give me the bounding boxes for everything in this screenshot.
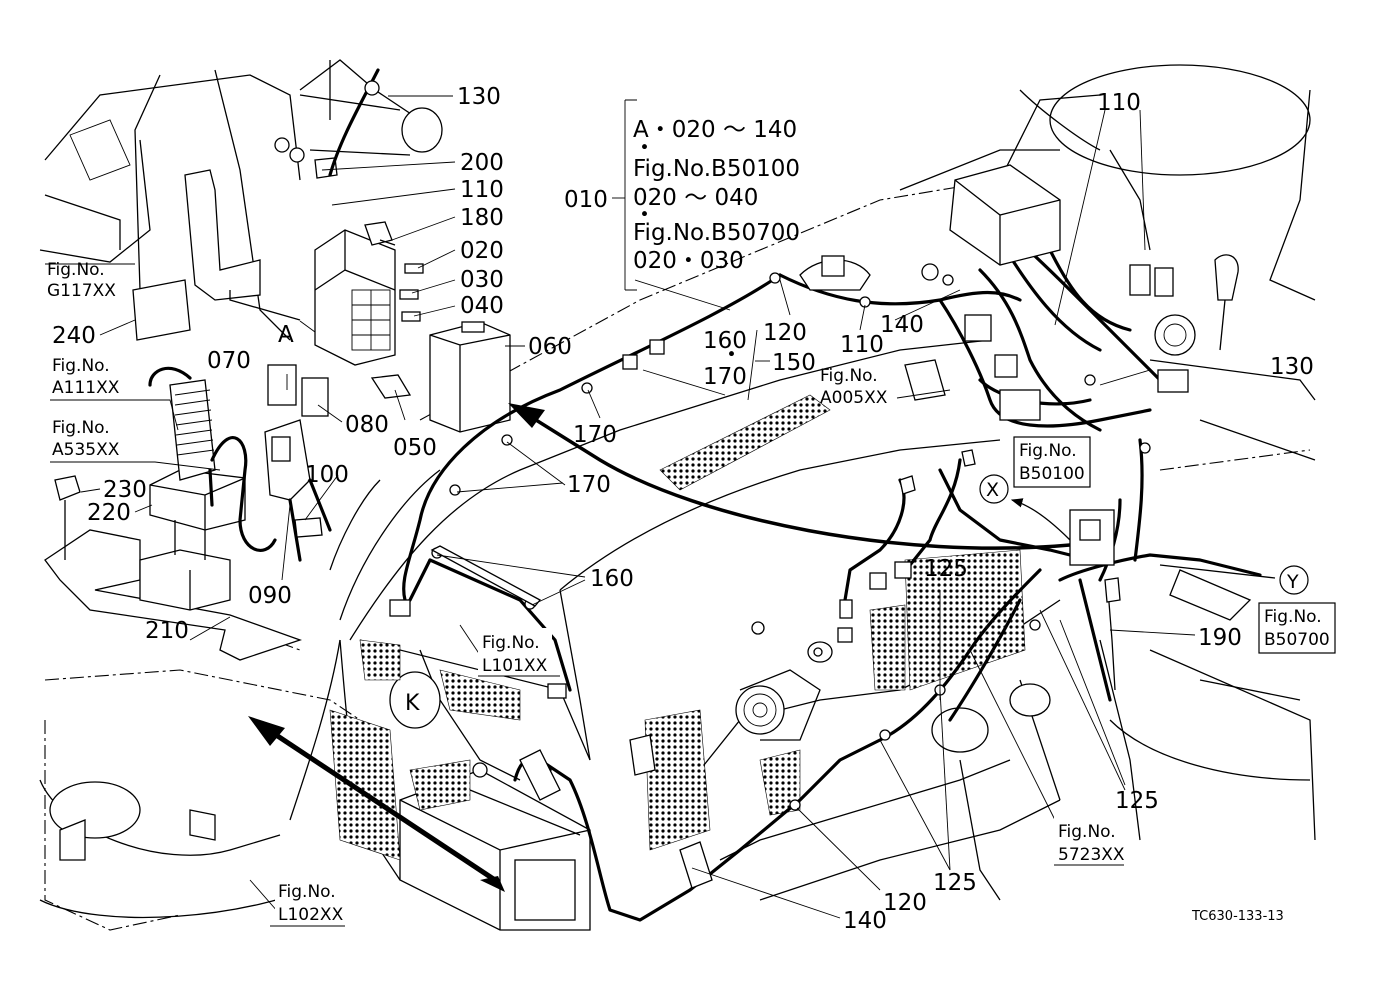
callout-180: 180 bbox=[460, 205, 504, 231]
group-010-line3: 020 ～ 040 bbox=[633, 185, 758, 211]
grille-mesh-areas bbox=[329, 394, 1026, 861]
figref-b50700-code: B50700 bbox=[1264, 630, 1330, 650]
figref-l102-label: Fig.No. bbox=[278, 882, 336, 902]
callout-060: 060 bbox=[528, 334, 572, 360]
figref-5723-code: 5723XX bbox=[1058, 845, 1125, 865]
callout-130-top: 130 bbox=[457, 84, 501, 110]
callout-230: 230 bbox=[103, 477, 147, 503]
group-010-line2: Fig.No.B50100 bbox=[633, 156, 800, 182]
callout-210: 210 bbox=[145, 618, 189, 644]
callout-120-low: 120 bbox=[883, 890, 927, 916]
group-010-line4: Fig.No.B50700 bbox=[633, 220, 800, 246]
figref-b50700-box bbox=[1258, 602, 1336, 654]
drawing-code: TC630-133-13 bbox=[1191, 909, 1284, 924]
figref-l102-code: L102XX bbox=[278, 905, 344, 925]
callout-160-dot: ・ bbox=[720, 342, 743, 368]
figref-a111-code: A111XX bbox=[52, 378, 120, 398]
figref-a005-label: Fig.No. bbox=[820, 366, 878, 386]
callout-numbers: 130 200 110 180 020 030 040 060 A 070 08… bbox=[52, 84, 1314, 934]
callout-125-right: 125 bbox=[1115, 788, 1159, 814]
figref-a111-label: Fig.No. bbox=[52, 356, 110, 376]
figref-l101-box bbox=[478, 628, 552, 676]
callout-125-low: 125 bbox=[933, 870, 977, 896]
figref-g117-code: G117XX bbox=[47, 281, 116, 301]
callout-160-low: 160 bbox=[590, 566, 634, 592]
callout-170-top: 170 bbox=[703, 364, 747, 390]
figure-references: Fig.No. G117XX Fig.No. A111XX Fig.No. A5… bbox=[47, 260, 1336, 927]
callout-040: 040 bbox=[460, 293, 504, 319]
group-010-spec: A・020 ～ 140 ・ Fig.No.B50100 020 ～ 040 ・ … bbox=[633, 117, 800, 274]
callout-125-mid: 125 bbox=[924, 556, 968, 582]
callout-130-right: 130 bbox=[1270, 354, 1314, 380]
harness-connectors bbox=[389, 164, 1196, 889]
connection-markers: X Y bbox=[979, 474, 1309, 595]
group-010-line5: 020・030 bbox=[633, 248, 744, 274]
callout-a: A bbox=[278, 322, 294, 348]
marker-x: X bbox=[986, 479, 999, 501]
figref-l102-box bbox=[275, 877, 349, 925]
fuse-box-assembly bbox=[184, 68, 511, 562]
callout-140-mid: 140 bbox=[880, 312, 924, 338]
figref-l101-label: Fig.No. bbox=[482, 633, 540, 653]
figref-5723-label: Fig.No. bbox=[1058, 822, 1116, 842]
callout-170-low: 170 bbox=[567, 472, 611, 498]
callout-030: 030 bbox=[460, 267, 504, 293]
marker-y: Y bbox=[1286, 571, 1299, 593]
figref-a535-code: A535XX bbox=[52, 440, 120, 460]
figref-b50700-label: Fig.No. bbox=[1264, 607, 1322, 627]
callout-100: 100 bbox=[305, 462, 349, 488]
svg-text:K: K bbox=[405, 691, 420, 716]
callout-120-top: 120 bbox=[763, 320, 807, 346]
figref-b50100-code: B50100 bbox=[1019, 464, 1085, 484]
callout-070: 070 bbox=[207, 348, 251, 374]
callout-240: 240 bbox=[52, 323, 96, 349]
callout-050: 050 bbox=[393, 435, 437, 461]
figref-5723-box bbox=[1054, 817, 1126, 865]
callout-110-mid: 110 bbox=[840, 332, 884, 358]
figref-l101-code: L101XX bbox=[482, 656, 548, 676]
callout-220: 220 bbox=[87, 500, 131, 526]
figref-b50100-box bbox=[1013, 436, 1091, 488]
callout-010: 010 bbox=[564, 187, 608, 213]
figref-a005-code: A005XX bbox=[820, 388, 888, 408]
leader-lines bbox=[45, 95, 1196, 921]
figref-b50100-label: Fig.No. bbox=[1019, 441, 1077, 461]
callout-140-low: 140 bbox=[843, 908, 887, 934]
group-010-dot1: ・ bbox=[633, 135, 656, 161]
callout-200: 200 bbox=[460, 150, 504, 176]
direction-arrows bbox=[248, 403, 1276, 892]
callout-110-left: 110 bbox=[460, 177, 504, 203]
callout-160-top: 160 bbox=[703, 328, 747, 354]
callout-080: 080 bbox=[345, 412, 389, 438]
callout-090: 090 bbox=[248, 583, 292, 609]
callout-150: 150 bbox=[772, 350, 816, 376]
callout-020: 020 bbox=[460, 238, 504, 264]
callout-170-mid: 170 bbox=[573, 422, 617, 448]
group-010-dot2: ・ bbox=[633, 202, 656, 228]
callout-110-right: 110 bbox=[1097, 90, 1141, 116]
figref-g117-label: Fig.No. bbox=[47, 260, 105, 280]
group-010-line1: A・020 ～ 140 bbox=[633, 117, 797, 143]
figref-a535-label: Fig.No. bbox=[52, 418, 110, 438]
callout-190: 190 bbox=[1198, 625, 1242, 651]
ground-bracket-assembly bbox=[44, 279, 302, 661]
